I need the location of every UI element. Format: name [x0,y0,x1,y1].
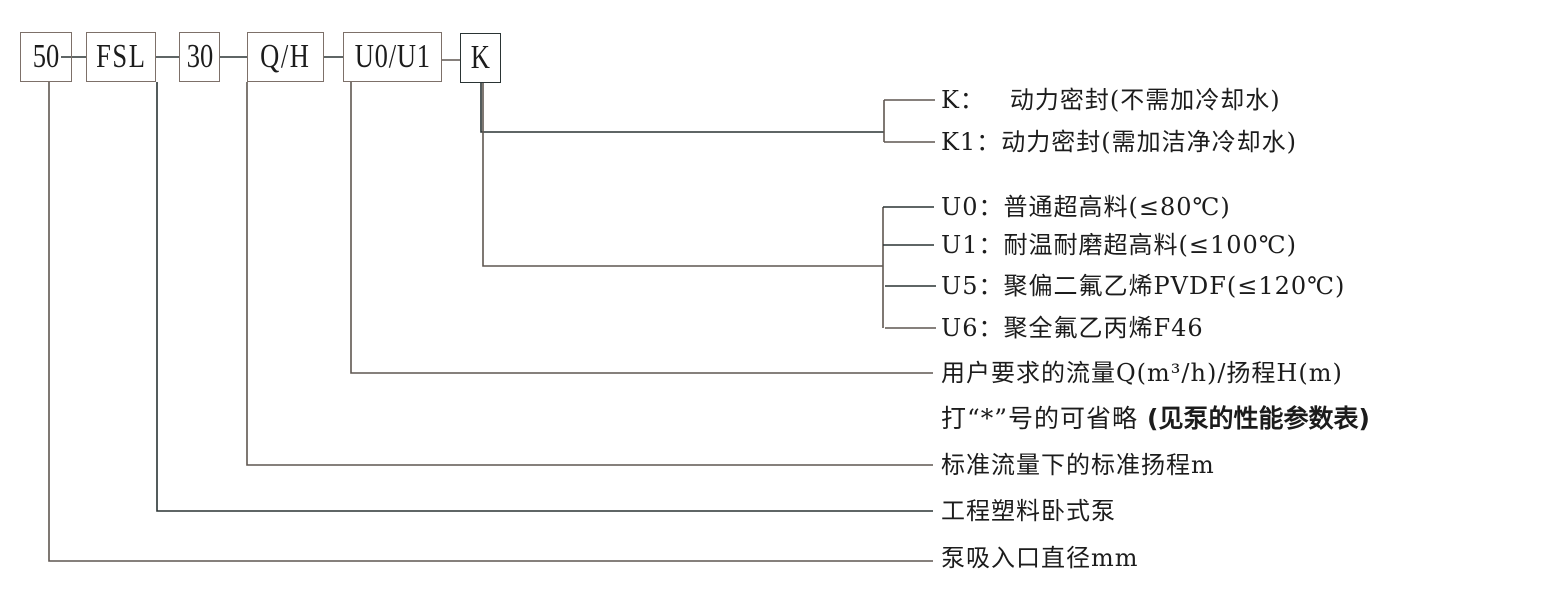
material-option-desc: 普通超高料(≤80℃) [1003,193,1231,221]
code-box-size: 50 [20,32,72,82]
material-connector [482,82,883,267]
series-connector [156,82,933,512]
material-option-key: U6： [941,314,1004,342]
size-connector [48,82,933,562]
note-bold-text: (见泵的性能参数表) [1147,404,1370,433]
code-box-material: U0/U1 [343,32,442,82]
code-flow-text: Q/H [260,38,311,75]
code-box-head: 30 [179,32,220,82]
code-size-text: 50 [32,38,60,75]
material-option-key: U5： [941,272,1004,300]
code-seal-text: K [470,39,491,76]
material-option-desc: 聚全氟乙丙烯F46 [1003,314,1204,342]
size-label: 泵吸入口直径mm [941,544,1139,572]
flow-label: 用户要求的流量Q(m³/h)/扬程H(m) [941,359,1343,387]
seal-option-key: K： [941,86,985,114]
seal-option-k: K： 动力密封(不需加冷却水) [941,85,1281,115]
code-head-text: 30 [186,38,213,75]
note-label: 打“*”号的可省略 (见泵的性能参数表) [941,404,1370,434]
material-option-u0: U0：普通超高料(≤80℃) [941,192,1231,222]
seal-option-desc: 动力密封(不需加冷却水) [984,86,1281,114]
material-option-desc: 耐温耐磨超高料(≤100℃) [1003,231,1297,259]
head-connector [246,82,933,466]
code-material-text: U0/U1 [354,38,431,75]
seal-option-key: K1： [941,128,1002,156]
material-option-key: U1： [941,231,1004,259]
seal-option-k1: K1：动力密封(需加洁净冷却水) [941,127,1297,157]
material-option-key: U0： [941,193,1004,221]
material-option-u1: U1：耐温耐磨超高料(≤100℃) [941,230,1297,260]
material-option-u6: U6：聚全氟乙丙烯F46 [941,313,1204,343]
code-box-flow: Q/H [247,32,324,82]
flow-connector [350,82,933,374]
series-label: 工程塑料卧式泵 [941,497,1116,525]
code-box-seal: K [460,33,501,83]
seal-connector [480,83,884,133]
head-label: 标准流量下的标准扬程m [941,451,1215,479]
code-series-text: FSL [95,38,147,75]
material-option-desc: 聚偏二氟乙烯PVDF(≤120℃) [1003,272,1346,300]
note-text: 打“*”号的可省略 [941,404,1148,433]
seal-option-desc: 动力密封(需加洁净冷却水) [1001,128,1297,156]
material-option-u5: U5：聚偏二氟乙烯PVDF(≤120℃) [941,271,1345,301]
code-box-series: FSL [86,32,156,82]
